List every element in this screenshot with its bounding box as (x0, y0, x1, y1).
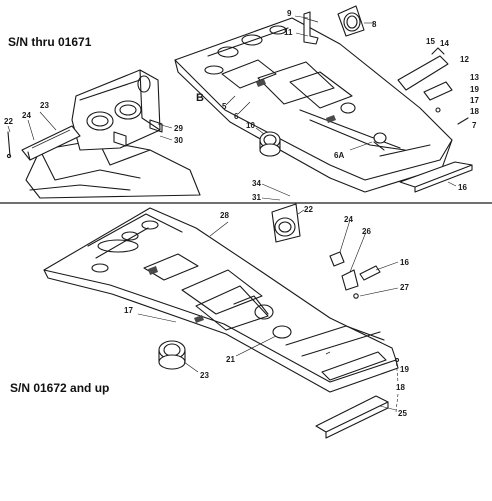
callout-25: 25 (398, 409, 407, 418)
callout-21: 21 (226, 355, 235, 364)
callout-30: 30 (174, 136, 183, 145)
callout-5: 5 (222, 102, 227, 111)
callout-16: 16 (458, 183, 467, 192)
callout-13: 13 (470, 73, 479, 82)
upper-right-small-parts (397, 47, 469, 125)
lower-leader-lines (137, 209, 399, 411)
upper-firewall-assembly (25, 69, 201, 199)
callout-6a: 6A (334, 151, 344, 160)
callout-7: 7 (472, 121, 477, 130)
lower-dashed-leaders (394, 357, 400, 413)
callout-16b: 16 (400, 258, 409, 267)
callout-10: 10 (246, 121, 255, 130)
lower-part-24-clip (329, 251, 345, 267)
lower-part-23-gauge (158, 340, 186, 370)
callout-22: 22 (4, 117, 13, 126)
upper-section-label: S/N thru 01671 (8, 35, 92, 49)
callout-11: 11 (284, 28, 293, 37)
upper-part-6a (373, 132, 387, 151)
callout-15: 15 (426, 37, 435, 46)
lower-callouts: 28 22 24 26 16 27 17 21 23 19 18 25 (124, 205, 409, 418)
lower-part-25-strip (315, 395, 389, 439)
callout-28: 28 (220, 211, 229, 220)
callout-23b: 23 (200, 371, 209, 380)
callout-12: 12 (460, 55, 469, 64)
callout-9: 9 (287, 9, 292, 18)
upper-part-8-housing (337, 5, 365, 37)
lower-dash-panel (43, 207, 399, 393)
lower-right-small-parts (341, 265, 381, 299)
upper-callouts: 9 11 8 15 14 12 13 19 17 18 7 23 24 22 B… (4, 9, 479, 202)
upper-part-16-strip (399, 161, 473, 193)
upper-leader-lines (7, 15, 457, 201)
callout-29: 29 (174, 124, 183, 133)
callout-17: 17 (470, 96, 479, 105)
upper-bracket-23-24 (6, 125, 81, 161)
callout-24: 24 (22, 111, 31, 120)
callout-b: B (196, 92, 204, 104)
callout-8: 8 (372, 20, 377, 29)
callout-24b: 24 (344, 215, 353, 224)
callout-18: 18 (470, 107, 479, 116)
callout-19: 19 (470, 85, 479, 94)
callout-27: 27 (400, 283, 409, 292)
lower-part-22-housing (271, 203, 301, 243)
callout-19b: 19 (400, 365, 409, 374)
callout-34: 34 (252, 179, 261, 188)
lower-section-label: S/N 01672 and up (10, 381, 109, 395)
callout-31: 31 (252, 193, 261, 202)
callout-6: 6 (234, 112, 239, 121)
callout-14: 14 (440, 39, 449, 48)
callout-26: 26 (362, 227, 371, 236)
callout-17b: 17 (124, 306, 133, 315)
callout-23: 23 (40, 101, 49, 110)
callout-22b: 22 (304, 205, 313, 214)
upper-part-10-gauge (259, 131, 281, 157)
callout-18b: 18 (396, 383, 405, 392)
